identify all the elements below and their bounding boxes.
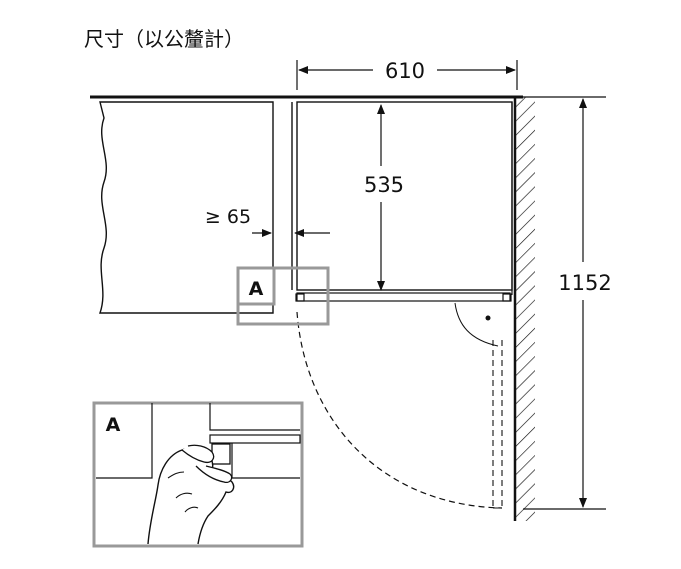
hinge-pivot-dot — [485, 315, 491, 321]
clearance-dimension-label: ≥ 65 — [205, 206, 251, 228]
appliance-body — [296, 101, 513, 291]
adjacent-cabinet — [99, 101, 274, 314]
detail-appliance-door — [209, 434, 301, 444]
detail-door-stopper — [211, 443, 231, 465]
door-open-line — [492, 340, 503, 509]
depth-dimension-label: 535 — [364, 173, 404, 197]
hand-thumb — [195, 465, 233, 484]
hand-knuckle-lines — [167, 471, 199, 513]
hinge-angle-arc — [454, 302, 499, 347]
detail-a-label: A — [106, 414, 121, 436]
height-dimension-label: 1152 — [558, 271, 611, 295]
diagram-title: 尺寸（以公釐計） — [84, 27, 244, 51]
hand-finger-index — [181, 444, 215, 464]
door-hinge-left — [295, 293, 305, 302]
wall-hatching — [515, 97, 535, 521]
callout-a-label: A — [249, 278, 264, 300]
detail-cabinet-edge — [96, 403, 153, 479]
door-hinge-right — [502, 293, 512, 302]
detail-appliance-side — [209, 403, 300, 431]
width-dimension-label: 610 — [385, 59, 425, 83]
callout-a-badge — [236, 266, 276, 306]
door-swing-arc — [296, 311, 503, 509]
appliance-door — [296, 292, 511, 302]
